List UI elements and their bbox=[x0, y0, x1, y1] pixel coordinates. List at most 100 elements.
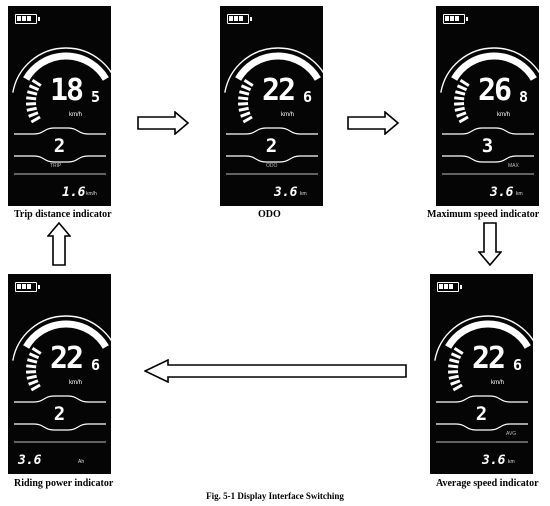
speed-unit: km/h bbox=[497, 112, 511, 118]
speed-integer: 22 bbox=[472, 341, 506, 376]
caption-odo: ODO bbox=[258, 209, 281, 220]
mode-label: TRIP bbox=[50, 163, 62, 169]
trip-unit: km/h bbox=[86, 191, 97, 197]
speed-unit: km/h bbox=[69, 112, 83, 118]
gauge-segment bbox=[26, 96, 37, 101]
gauge-segment bbox=[447, 370, 459, 374]
speed-arc-gauge bbox=[440, 47, 539, 175]
speed-arc-gauge bbox=[224, 47, 323, 175]
speed-unit: km/h bbox=[69, 380, 83, 386]
gauge-segment bbox=[26, 364, 37, 369]
gauge-segment bbox=[453, 102, 465, 106]
gauge-segment bbox=[30, 115, 41, 124]
mode-label: AVG bbox=[506, 431, 517, 437]
gauge-segment bbox=[240, 84, 252, 92]
assist-level: 2 bbox=[475, 403, 488, 425]
assist-level: 2 bbox=[53, 403, 66, 425]
speed-integer: 22 bbox=[50, 341, 84, 376]
speed-unit: km/h bbox=[491, 380, 505, 386]
gauge-segment bbox=[240, 111, 251, 118]
gauge-segment bbox=[28, 379, 39, 386]
caption-max: Maximum speed indicator bbox=[427, 209, 540, 220]
speed-decimal: 6 bbox=[303, 88, 313, 106]
power-value: 3.6 bbox=[18, 453, 42, 468]
battery-icon bbox=[443, 14, 468, 24]
arrow-right-icon bbox=[137, 111, 190, 135]
gauge-segment bbox=[26, 358, 38, 364]
gauge-segment bbox=[448, 374, 459, 380]
gauge-segment bbox=[452, 383, 463, 392]
gauge-segment bbox=[26, 374, 37, 380]
display-panel-max: 26 8 km/h 3 MAX 3.6 km bbox=[436, 6, 539, 206]
gear-frame-bottom bbox=[14, 423, 106, 431]
gear-frame-top bbox=[442, 127, 534, 135]
battery-icon bbox=[15, 14, 40, 24]
gauge-segment bbox=[242, 115, 253, 124]
gear-frame-bottom bbox=[226, 155, 318, 163]
avg-unit: km bbox=[508, 459, 515, 465]
gear-frame-top bbox=[436, 395, 528, 403]
gauge-outer-arc bbox=[12, 315, 111, 361]
gauge-segment bbox=[454, 90, 466, 96]
gauge-segment bbox=[448, 364, 459, 369]
speed-decimal: 5 bbox=[91, 88, 101, 106]
display-panel-avg: 22 6 km/h 2 AVG 3.6 km bbox=[430, 274, 533, 474]
display-panel-power: 22 6 km/h 2 3.6 Ah bbox=[8, 274, 111, 474]
gauge-segment bbox=[238, 106, 249, 112]
battery-icon bbox=[227, 14, 252, 24]
gauge-segment bbox=[26, 106, 37, 112]
arrow-right-icon bbox=[347, 111, 400, 135]
speed-arc-gauge bbox=[12, 315, 111, 443]
arrow-up-icon bbox=[47, 222, 71, 266]
gauge-segment bbox=[237, 102, 249, 106]
speed-integer: 18 bbox=[50, 73, 84, 108]
assist-level: 3 bbox=[481, 135, 494, 157]
speed-integer: 26 bbox=[478, 73, 512, 108]
gauge-outer-arc bbox=[434, 315, 533, 361]
trip-value: 1.6 bbox=[62, 185, 86, 200]
speed-arc-gauge bbox=[434, 315, 533, 443]
speed-decimal: 6 bbox=[513, 356, 523, 374]
gauge-speed-band bbox=[445, 320, 531, 349]
gauge-outer-arc bbox=[440, 47, 539, 93]
gauge-segment bbox=[453, 346, 464, 355]
speed-integer: 22 bbox=[262, 73, 296, 108]
gauge-segment bbox=[31, 78, 42, 87]
gauge-outer-arc bbox=[12, 47, 111, 93]
speed-decimal: 6 bbox=[91, 356, 101, 374]
gear-frame-top bbox=[14, 395, 106, 403]
power-unit: Ah bbox=[78, 459, 85, 465]
gauge-segment bbox=[28, 84, 40, 92]
odo-value: 3.6 bbox=[274, 185, 298, 200]
gauge-outer-arc bbox=[224, 47, 323, 93]
gauge-segment bbox=[459, 78, 470, 87]
mode-label: ODO bbox=[266, 163, 278, 169]
gauge-speed-band bbox=[235, 52, 321, 81]
caption-avg: Average speed indicator bbox=[436, 478, 539, 489]
assist-level: 2 bbox=[265, 135, 278, 157]
gauge-segment bbox=[28, 111, 39, 118]
display-panel-odo: 22 6 km/h 2 ODO 3.6 km bbox=[220, 6, 323, 206]
gauge-segment bbox=[28, 352, 40, 360]
gauge-speed-band bbox=[23, 320, 109, 349]
max-value: 3.6 bbox=[490, 185, 514, 200]
figure-caption: Fig. 5-1 Display Interface Switching bbox=[206, 491, 344, 501]
battery-icon bbox=[437, 282, 462, 292]
odo-unit: km bbox=[300, 191, 307, 197]
gauge-segment bbox=[450, 352, 462, 360]
gauge-segment bbox=[25, 102, 37, 106]
gauge-segment bbox=[31, 346, 42, 355]
gauge-segment bbox=[456, 84, 468, 92]
gear-frame-top bbox=[226, 127, 318, 135]
gauge-segment bbox=[458, 115, 469, 124]
assist-level: 2 bbox=[53, 135, 66, 157]
caption-power: Riding power indicator bbox=[14, 478, 114, 489]
arrow-left-icon bbox=[144, 359, 407, 383]
gear-frame-bottom bbox=[442, 155, 534, 163]
battery-icon bbox=[15, 282, 40, 292]
gauge-segment bbox=[454, 96, 465, 101]
speed-decimal: 8 bbox=[519, 88, 529, 106]
gauge-speed-band bbox=[23, 52, 109, 81]
gear-frame-bottom bbox=[436, 423, 528, 431]
avg-value: 3.6 bbox=[482, 453, 506, 468]
